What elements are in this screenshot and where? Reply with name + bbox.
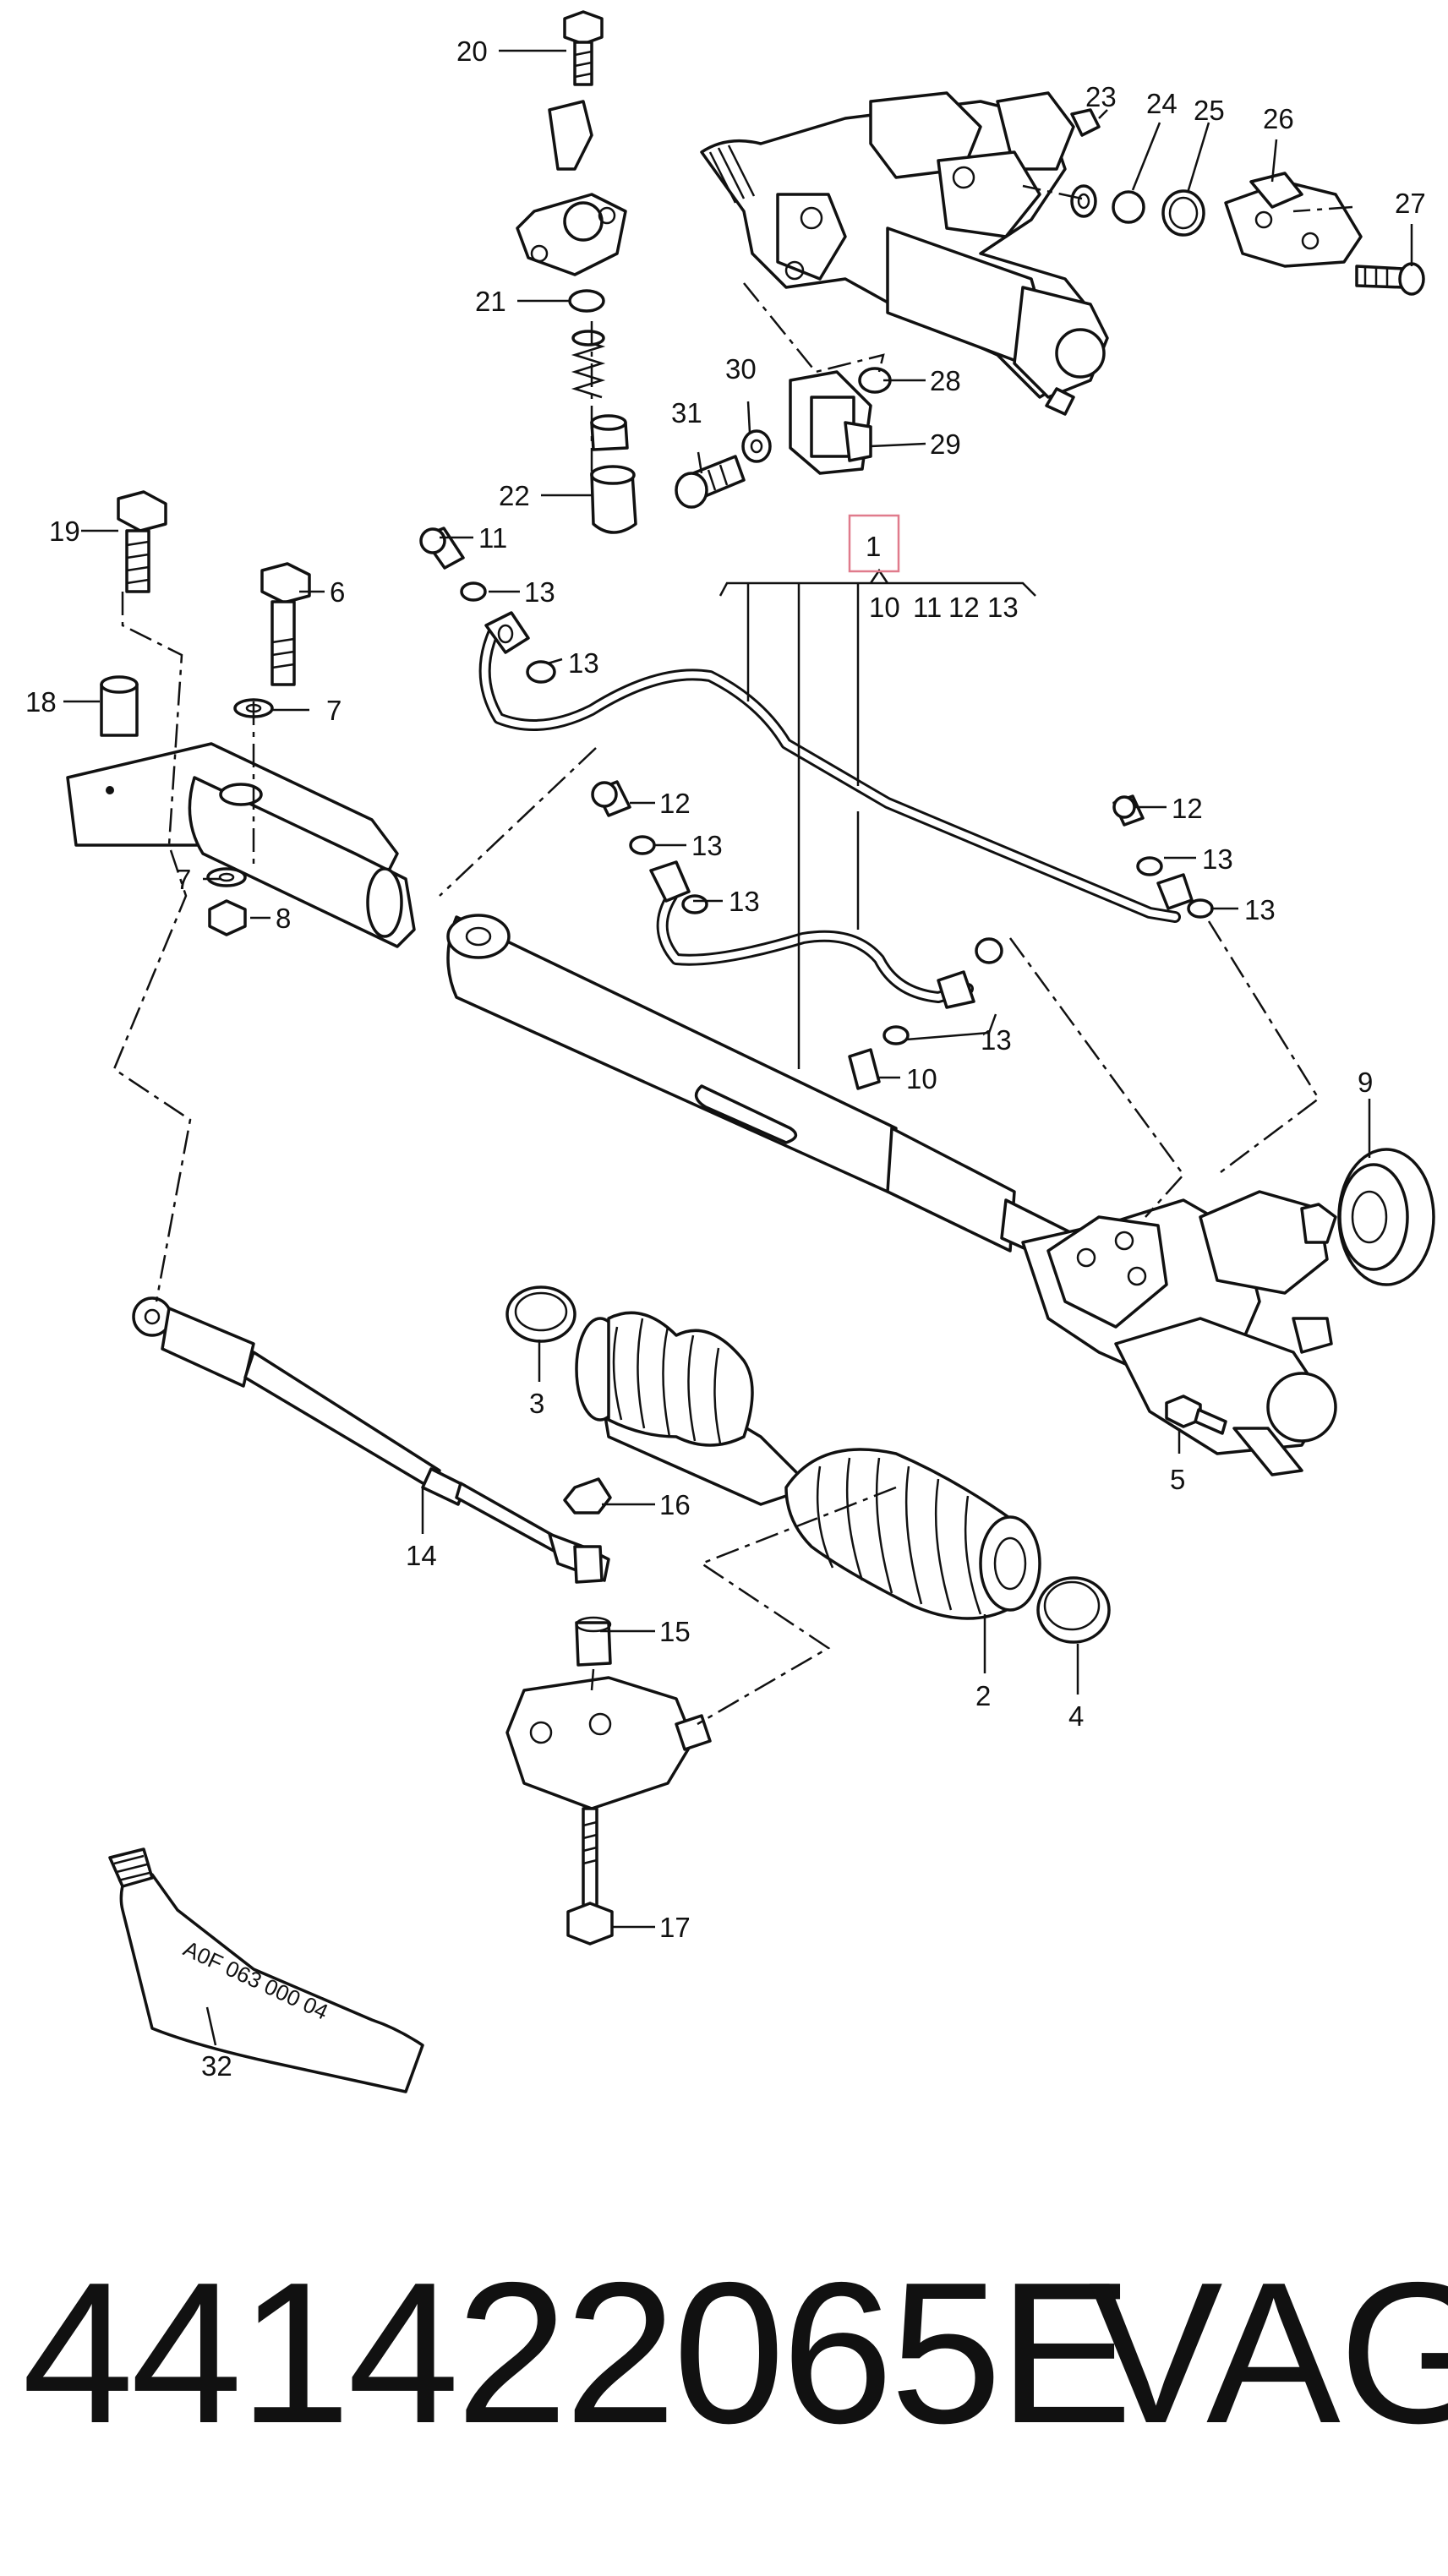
- washer-21: [568, 289, 605, 313]
- callout-9: 9: [1358, 1067, 1373, 1098]
- bolt-19: [117, 490, 167, 593]
- callout-6: 6: [330, 576, 345, 608]
- pressure-line-lower: [656, 890, 974, 1003]
- callout-7-lower: 7: [176, 864, 191, 895]
- boot-clamp-large: [1036, 1576, 1111, 1644]
- callout-1-highlight: [848, 514, 900, 573]
- valve-body: [700, 91, 1109, 416]
- spacer-18: [100, 675, 139, 737]
- boot-clamp-small: [505, 1285, 576, 1343]
- washer-30: [741, 429, 772, 463]
- callout-26: 26: [1263, 103, 1294, 134]
- seal-24: [1112, 190, 1145, 224]
- callout-numbers: 1 10 11 12 13 20 21 22 19 6 7 18 7 8 11 …: [25, 35, 1426, 2082]
- callout-13-f: 13: [1202, 843, 1233, 875]
- bolt-27: [1355, 262, 1425, 296]
- spring-21: [571, 330, 606, 399]
- callout-12-b: 12: [1172, 793, 1203, 824]
- pinion-seal: [1337, 1148, 1435, 1286]
- callout-13-g: 13: [1244, 894, 1276, 925]
- callout-13-d: 13: [729, 886, 760, 917]
- callout-13-a: 13: [524, 576, 555, 608]
- callout-29: 29: [930, 428, 961, 460]
- tie-rod-end-hardware: [505, 1477, 712, 1946]
- callout-14: 14: [406, 1540, 437, 1571]
- washer-23: [1070, 184, 1097, 218]
- callout-11: 11: [478, 522, 507, 554]
- callout-27: 27: [1395, 188, 1426, 219]
- o-ring-25: [1161, 189, 1205, 237]
- callout-12-a: 12: [659, 788, 691, 819]
- brand-name: VAG: [1089, 2241, 1448, 2465]
- callout-13-b: 13: [568, 647, 599, 679]
- callout-24: 24: [1146, 88, 1178, 119]
- callout-1: 1: [866, 531, 881, 562]
- bolt-31: [675, 455, 746, 509]
- footer-caption: 441422065E VAG: [0, 2214, 1448, 2552]
- steering-boot: [575, 1311, 1041, 1620]
- callout-16: 16: [659, 1489, 691, 1520]
- callout-10: 10: [906, 1063, 937, 1094]
- callout-13-e: 13: [981, 1024, 1012, 1056]
- callout-22: 22: [499, 480, 530, 511]
- bolt-5: [1165, 1394, 1227, 1435]
- callout-3: 3: [529, 1388, 544, 1419]
- washer-7-lower: [206, 867, 247, 887]
- callout-17: 17: [659, 1912, 691, 1943]
- callout-13-c: 13: [691, 830, 723, 861]
- callout-28: 28: [930, 365, 961, 396]
- callout-18: 18: [25, 686, 57, 718]
- callout-15: 15: [659, 1616, 691, 1647]
- callout-2: 2: [975, 1680, 991, 1711]
- bracket-label-11: 11: [913, 592, 942, 623]
- callout-30: 30: [725, 353, 757, 385]
- bracket-label-10: 10: [869, 592, 900, 623]
- callout-21: 21: [475, 286, 506, 317]
- bracket-label-13: 13: [987, 592, 1019, 623]
- callout-4: 4: [1068, 1700, 1084, 1732]
- callout-31: 31: [671, 397, 702, 428]
- assembly-lines: [112, 184, 1353, 1726]
- valve-26: [1224, 172, 1363, 268]
- pivot-mount: [516, 100, 627, 276]
- callout-23: 23: [1085, 81, 1117, 112]
- callout-19: 19: [49, 516, 80, 547]
- callout-25: 25: [1194, 95, 1225, 126]
- bracket-label-12: 12: [948, 592, 980, 623]
- bush-22: [590, 414, 637, 534]
- part-number: 441422065E: [22, 2241, 1133, 2465]
- nut-8: [208, 899, 247, 936]
- bolt-20: [563, 10, 604, 86]
- callout-20: 20: [456, 35, 488, 67]
- callout-7-upper: 7: [326, 695, 342, 726]
- pressure-line-upper: [478, 624, 1181, 923]
- left-mount-bracket: [66, 742, 416, 948]
- callout-8: 8: [276, 903, 291, 934]
- group-1-bracket: [719, 568, 1036, 1069]
- callout-5: 5: [1170, 1464, 1185, 1495]
- solenoid-29: [789, 370, 872, 475]
- grease-tube: A0F 063 000 04: [108, 1847, 424, 2093]
- leader-lines: [63, 49, 1413, 2046]
- banjo-fittings: [419, 527, 1214, 1090]
- callout-32: 32: [201, 2050, 232, 2082]
- bolt-6: [260, 562, 311, 686]
- exploded-parts-diagram: A0F 063 000 04: [25, 10, 1435, 2093]
